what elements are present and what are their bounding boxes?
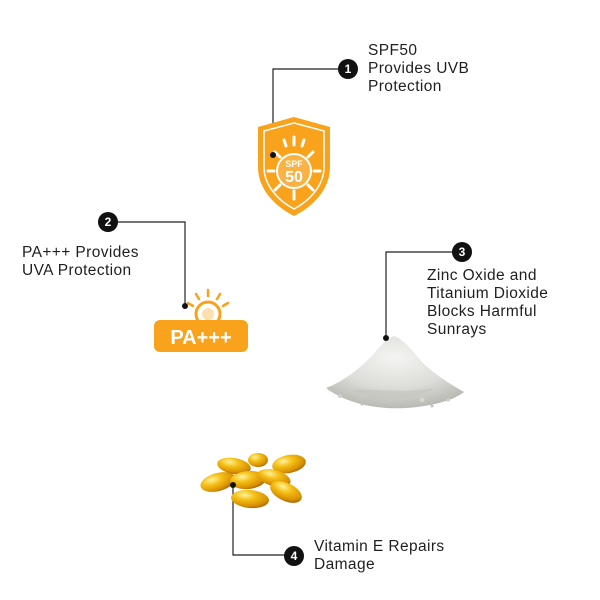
feature-1-line-3: Protection	[368, 78, 442, 95]
connector-dot-3	[383, 335, 389, 341]
connector-dot-4	[230, 482, 236, 488]
feature-3-line-1: Zinc Oxide and	[427, 267, 537, 284]
feature-2-label: PA+++ Provides UVA Protection	[22, 244, 139, 280]
powder-pile-icon	[322, 330, 467, 412]
feature-3-line-2: Titanium Dioxide	[427, 285, 549, 302]
connector-dot-2	[182, 303, 188, 309]
feature-4-label: Vitamin E Repairs Damage	[314, 538, 445, 574]
feature-4-line-2: Damage	[314, 556, 375, 573]
feature-3-line-3: Blocks Harmful	[427, 303, 537, 320]
connector-dot-1	[270, 152, 276, 158]
badge-3: 3	[452, 242, 472, 262]
vitamin-e-capsules-icon	[192, 444, 312, 516]
badge-4: 4	[284, 546, 304, 566]
sun-shield-icon: SPF 50	[254, 115, 334, 219]
feature-2-line-2: UVA Protection	[22, 262, 132, 279]
feature-1-line-2: Provides UVB	[368, 60, 470, 77]
spf-text: SPF	[285, 159, 303, 169]
feature-1-label: SPF50 Provides UVB Protection	[368, 42, 469, 96]
feature-2-line-1: PA+++ Provides	[22, 244, 139, 261]
badge-1: 1	[338, 59, 358, 79]
feature-1-line-1: SPF50	[368, 42, 418, 59]
feature-3-label: Zinc Oxide and Titanium Dioxide Blocks H…	[427, 267, 548, 339]
badge-2: 2	[98, 212, 118, 232]
sun-pa-badge-icon: PA+++	[152, 286, 250, 356]
pa-rating-text: PA+++	[170, 327, 231, 349]
feature-4-line-1: Vitamin E Repairs	[314, 538, 445, 555]
feature-3-line-4: Sunrays	[427, 321, 487, 338]
spf-value-text: 50	[285, 169, 303, 186]
